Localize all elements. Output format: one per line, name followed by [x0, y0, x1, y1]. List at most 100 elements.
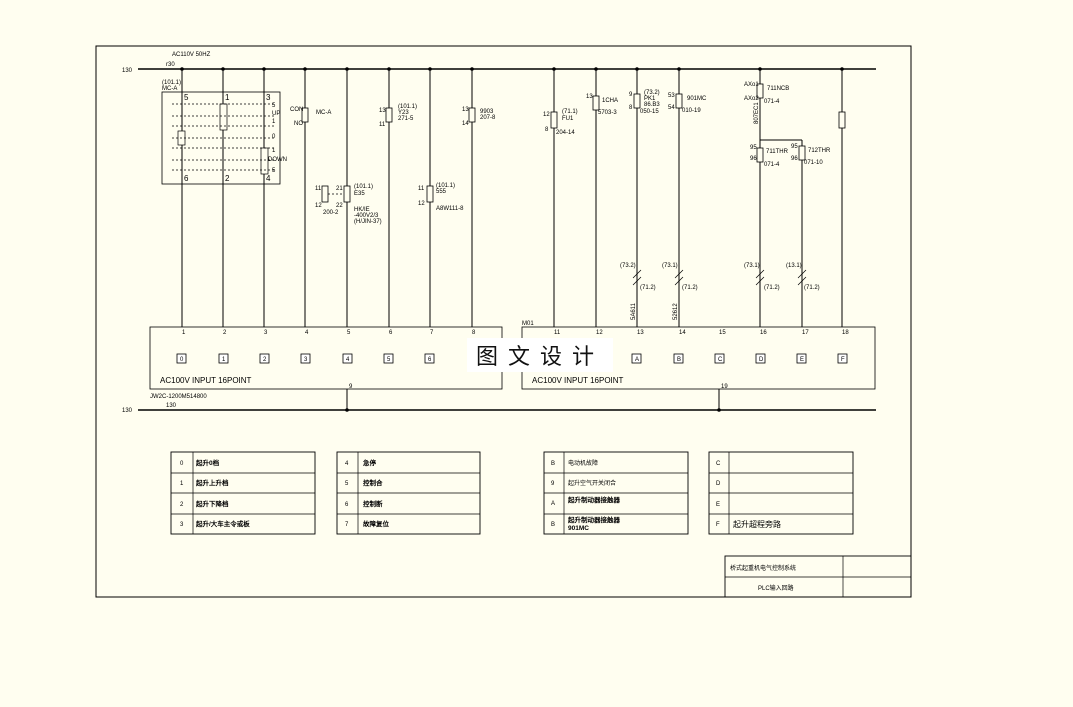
svg-text:11: 11: [418, 186, 425, 192]
svg-text:(71.2): (71.2): [682, 285, 698, 291]
svg-text:207-8: 207-8: [480, 115, 496, 121]
svg-text:22: 22: [336, 203, 343, 209]
junction-dots: [180, 67, 844, 71]
svg-text:11: 11: [379, 122, 386, 128]
svg-text:4: 4: [346, 357, 350, 363]
svg-text:2: 2: [223, 330, 227, 336]
svg-text:12: 12: [596, 330, 603, 336]
svg-text:4: 4: [305, 330, 309, 336]
svg-text:(71.2): (71.2): [804, 285, 820, 291]
svg-text:53: 53: [668, 93, 675, 99]
svg-text:-400V2/3: -400V2/3: [354, 213, 379, 219]
svg-text:F: F: [716, 522, 720, 528]
rung-16-contact: AXo1 AXo2 711NCB 071-4 807EC1 95 96 711T…: [744, 82, 789, 291]
svg-text:6: 6: [428, 357, 432, 363]
svg-text:F: F: [841, 357, 845, 363]
svg-text:901MC: 901MC: [568, 525, 589, 532]
svg-text:4: 4: [345, 461, 349, 467]
svg-text:AXo2: AXo2: [744, 96, 759, 102]
svg-text:7: 7: [345, 522, 349, 528]
svg-text:071-4: 071-4: [764, 162, 780, 168]
svg-text:控制断: 控制断: [363, 499, 383, 508]
svg-text:0: 0: [272, 134, 276, 140]
rung-18-contact: [838, 111, 846, 129]
svg-text:急停: 急停: [363, 458, 377, 467]
svg-text:5: 5: [387, 357, 391, 363]
master-switch-name: MC-A: [162, 86, 177, 92]
rung-11-contact: 12 8 (71.1) FU1 204-14: [543, 109, 578, 136]
svg-text:(101.1): (101.1): [398, 104, 417, 110]
svg-text:96: 96: [791, 156, 798, 162]
rung-6-contact: 13 11 (101.1) Y23 271-5: [379, 104, 417, 128]
svg-text:11: 11: [315, 186, 322, 192]
svg-text:200-2: 200-2: [323, 210, 339, 216]
svg-text:UP: UP: [272, 111, 280, 117]
svg-text:A8W111-8: A8W111-8: [436, 206, 464, 212]
svg-text:(H/JIN-37): (H/JIN-37): [354, 219, 382, 225]
svg-text:DOWN: DOWN: [268, 157, 287, 163]
title-block: 桥式起重机电气控制系统 PLC输入回路: [724, 555, 912, 598]
svg-text:0: 0: [180, 461, 184, 467]
svg-text:起升下降档: 起升下降档: [195, 499, 229, 508]
svg-text:13: 13: [379, 108, 386, 114]
svg-text:C: C: [718, 357, 723, 363]
svg-text:B: B: [677, 357, 681, 363]
svg-text:PK1: PK1: [644, 96, 656, 102]
svg-text:18: 18: [842, 330, 849, 336]
svg-text:1: 1: [225, 93, 230, 102]
svg-text:4: 4: [266, 174, 271, 183]
svg-text:8: 8: [629, 105, 633, 111]
svg-text:起升超程旁路: 起升超程旁路: [733, 519, 781, 529]
top-rail-sub-label: r30: [166, 62, 175, 68]
svg-text:A: A: [551, 501, 555, 507]
svg-text:(73.1): (73.1): [662, 263, 678, 269]
svg-text:21: 21: [336, 186, 343, 192]
svg-text:86.B3: 86.B3: [644, 102, 660, 108]
svg-text:C: C: [716, 461, 721, 467]
svg-text:96: 96: [750, 156, 757, 162]
supply-voltage-label: AC110V 50HZ: [172, 52, 211, 58]
svg-text:E35: E35: [354, 191, 365, 197]
svg-text:271-5: 271-5: [398, 116, 414, 122]
svg-text:6: 6: [184, 174, 189, 183]
svg-text:E: E: [800, 357, 804, 363]
svg-text:3: 3: [304, 357, 308, 363]
svg-text:FU1: FU1: [562, 116, 574, 122]
svg-text:11: 11: [554, 330, 561, 336]
svg-text:901MC: 901MC: [687, 96, 707, 102]
plc-input-module: M01 1 2 3 4 5 6 7 8 11 12 13 14 15 16 17…: [149, 321, 876, 412]
svg-text:555: 555: [436, 189, 447, 195]
bottom-rail-sub-label: 130: [166, 403, 177, 409]
rung-8-contact: 13 14 9903 207-8: [462, 107, 496, 127]
svg-text:1CHA: 1CHA: [602, 98, 618, 104]
svg-text:807EC1: 807EC1: [754, 102, 760, 124]
svg-text:010-19: 010-19: [682, 108, 701, 114]
svg-text:5: 5: [345, 481, 349, 487]
svg-text:95: 95: [791, 144, 798, 150]
svg-text:0: 0: [180, 357, 184, 363]
svg-text:9: 9: [629, 92, 633, 98]
plc-model-label: JW2C-1200M514800: [150, 394, 207, 400]
rung-14-contact: 53 54 901MC 010-19 (73.1) (71.2) 52612: [662, 93, 707, 320]
title-block-drawing: PLC输入回路: [758, 584, 794, 592]
svg-text:起升空气开关闭合: 起升空气开关闭合: [568, 479, 616, 487]
svg-text:起升/大车主令或板: 起升/大车主令或板: [195, 519, 250, 528]
rung-4-contact: CON NO MC-A: [290, 107, 331, 127]
svg-text:6: 6: [389, 330, 393, 336]
svg-text:2: 2: [263, 357, 267, 363]
svg-text:13: 13: [586, 94, 593, 100]
rung-wires: [181, 69, 843, 327]
svg-text:5A611: 5A611: [631, 302, 637, 320]
plc-tag: M01: [522, 321, 534, 327]
svg-text:7: 7: [430, 330, 434, 336]
svg-text:(71.2): (71.2): [764, 285, 780, 291]
rung-5-contact: 11 12 21 22 (101.1) E35 200-2 HK/IE -400…: [315, 184, 382, 225]
svg-text:3: 3: [264, 330, 268, 336]
svg-text:起升上升档: 起升上升档: [195, 478, 229, 487]
svg-text:14: 14: [679, 330, 686, 336]
svg-text:CON: CON: [290, 107, 303, 113]
svg-text:5: 5: [347, 330, 351, 336]
